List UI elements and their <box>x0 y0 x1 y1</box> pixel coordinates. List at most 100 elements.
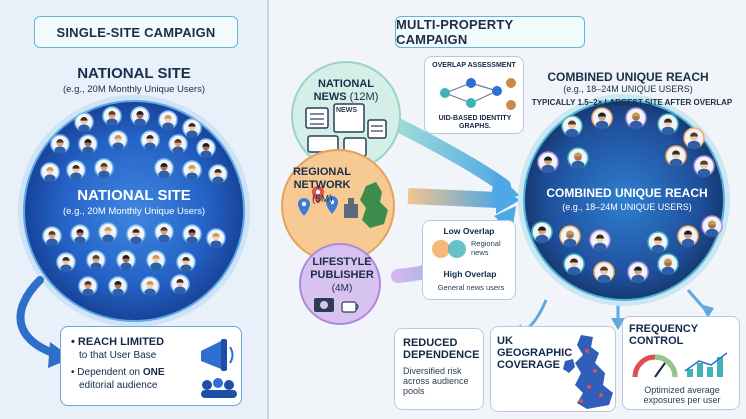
combined-arc-title: COMBINED UNIQUE REACH <box>547 70 709 84</box>
national-title2: NEWS <box>313 91 347 103</box>
overlap-caption1: UID-BASED IDENTITY <box>438 115 512 122</box>
freq-line1: Optimized average <box>644 385 720 395</box>
user-avatar-icon <box>158 110 178 131</box>
lifestyle-title1: LIFESTYLE <box>312 256 372 268</box>
user-avatar-icon <box>74 112 94 133</box>
megaphone-icon <box>201 339 237 398</box>
reach-line: to that User Base <box>79 350 157 361</box>
regional-title1: REGIONAL <box>292 166 352 178</box>
map-pin-icons <box>298 182 388 228</box>
user-avatar-icon <box>98 222 118 243</box>
user-avatar-icon <box>693 155 715 178</box>
dependent-emph: ONE <box>142 367 165 378</box>
user-avatar-icon <box>78 134 98 155</box>
news-badge: NEWS <box>336 107 357 114</box>
user-avatar-icon <box>140 130 160 151</box>
national-site-title: NATIONAL SITE <box>77 65 191 82</box>
uk-map-icon <box>563 335 613 409</box>
reduced-line1: Diversified risk <box>403 366 462 376</box>
combined-reach-circle <box>518 94 730 306</box>
overlap-assessment-title: OVERLAP ASSESSMENT <box>432 62 516 69</box>
user-avatar-icon <box>625 107 647 130</box>
combined-arc-subtitle: (e.g., 18–24M UNIQUE USERS) <box>563 84 693 94</box>
reduced-title1: REDUCED <box>403 337 458 349</box>
frequency-gauge-chart-icon <box>632 352 728 378</box>
user-avatar-icon <box>657 253 679 276</box>
user-avatar-icon <box>591 107 613 130</box>
camera-icon <box>314 298 334 312</box>
high-overlap-title: High Overlap <box>443 269 497 279</box>
user-avatar-icon <box>56 252 76 273</box>
user-avatar-icon <box>140 276 160 297</box>
dependent-line: editorial audience <box>79 380 158 391</box>
user-avatar-icon <box>154 222 174 243</box>
circle-subtitle: (e.g., 20M Monthly Unique Users) <box>62 206 206 217</box>
national-title1: NATIONAL <box>317 78 374 90</box>
geo-title3: COVERAGE <box>497 359 560 371</box>
user-avatar-icon <box>50 134 70 155</box>
reduced-line3: pools <box>403 386 425 396</box>
lifestyle-title2: PUBLISHER <box>310 269 374 281</box>
reach-limited-box: • REACH LIMITED to that User Base • Depe… <box>60 326 242 406</box>
user-avatar-icon <box>40 162 60 183</box>
dependent-prefix: Dependent on <box>77 367 141 378</box>
user-avatar-icon <box>154 158 174 179</box>
user-avatar-icon <box>182 224 202 245</box>
reach-title: REACH LIMITED <box>77 336 165 348</box>
user-avatar-icon <box>537 151 559 174</box>
user-avatar-icon <box>130 106 150 127</box>
reduced-dependence-card: REDUCED DEPENDENCE Diversified risk acro… <box>394 328 484 410</box>
combined-subtitle: (e.g., 18–24M UNIQUE USERS) <box>562 202 692 212</box>
geo-title2: GEOGRAPHIC <box>497 347 573 359</box>
user-avatar-icon <box>108 130 128 151</box>
high-overlap-label: General news users <box>437 283 505 292</box>
panel-divider <box>267 0 269 419</box>
national-news-circle <box>291 61 401 171</box>
user-avatar-icon <box>176 252 196 273</box>
user-avatar-icon <box>146 250 166 271</box>
freq-line2: exposures per user <box>643 395 721 405</box>
user-avatar-icon <box>701 215 723 238</box>
user-avatar-icon <box>182 160 202 181</box>
low-label2: news <box>471 248 489 257</box>
single-site-header-text: SINGLE-SITE CAMPAIGN <box>56 24 216 40</box>
multi-property-header: MULTI-PROPERTY CAMPAIGN <box>395 16 585 48</box>
user-avatar-icon <box>559 225 581 248</box>
user-avatar-icon <box>86 250 106 271</box>
user-avatar-icon <box>593 261 615 284</box>
freq-title1: FREQUENCY <box>629 323 699 335</box>
single-site-header: SINGLE-SITE CAMPAIGN <box>34 16 238 48</box>
user-avatar-icon <box>78 276 98 297</box>
identity-graph-icon <box>440 78 516 110</box>
user-avatar-icon <box>102 106 122 127</box>
user-avatar-icon <box>657 113 679 136</box>
user-avatar-icon <box>170 274 190 295</box>
user-avatar-icon <box>665 145 687 168</box>
user-avatar-icon <box>206 228 226 249</box>
regional-count: (5M) <box>312 194 333 205</box>
regional-network-circle <box>281 149 395 263</box>
user-avatar-icon <box>116 250 136 271</box>
multi-property-header-text: MULTI-PROPERTY CAMPAIGN <box>396 17 514 47</box>
user-avatar-icon <box>561 115 583 138</box>
national-site-circle <box>18 95 250 327</box>
combined-arc-note: TYPICALLY 1.5–2× LARGEST SITE AFTER OVER… <box>531 98 733 107</box>
geo-title1: UK <box>497 335 513 347</box>
user-avatar-icon <box>627 261 649 284</box>
circle-title: NATIONAL SITE <box>77 187 191 204</box>
national-count: (12M) <box>349 91 379 103</box>
regional-title2: NETWORK <box>293 179 351 191</box>
frequency-control-card: FREQUENCY CONTROL Optimized average expo… <box>622 316 740 410</box>
low-label1: Regional <box>471 239 501 248</box>
user-avatar-icon <box>683 127 705 150</box>
user-avatar-icon <box>126 224 146 245</box>
user-avatar-icon <box>182 118 202 139</box>
lifestyle-publisher-circle <box>299 243 381 325</box>
user-avatar-icon <box>168 134 188 155</box>
freq-title2: CONTROL <box>629 335 684 347</box>
user-avatar-icon <box>196 138 216 159</box>
national-site-subtitle: (e.g., 20M Monthly Unique Users) <box>62 84 206 95</box>
user-avatar-icon <box>567 147 589 170</box>
coffee-icon <box>341 301 359 313</box>
geo-coverage-card: UK GEOGRAPHIC COVERAGE <box>490 326 616 412</box>
